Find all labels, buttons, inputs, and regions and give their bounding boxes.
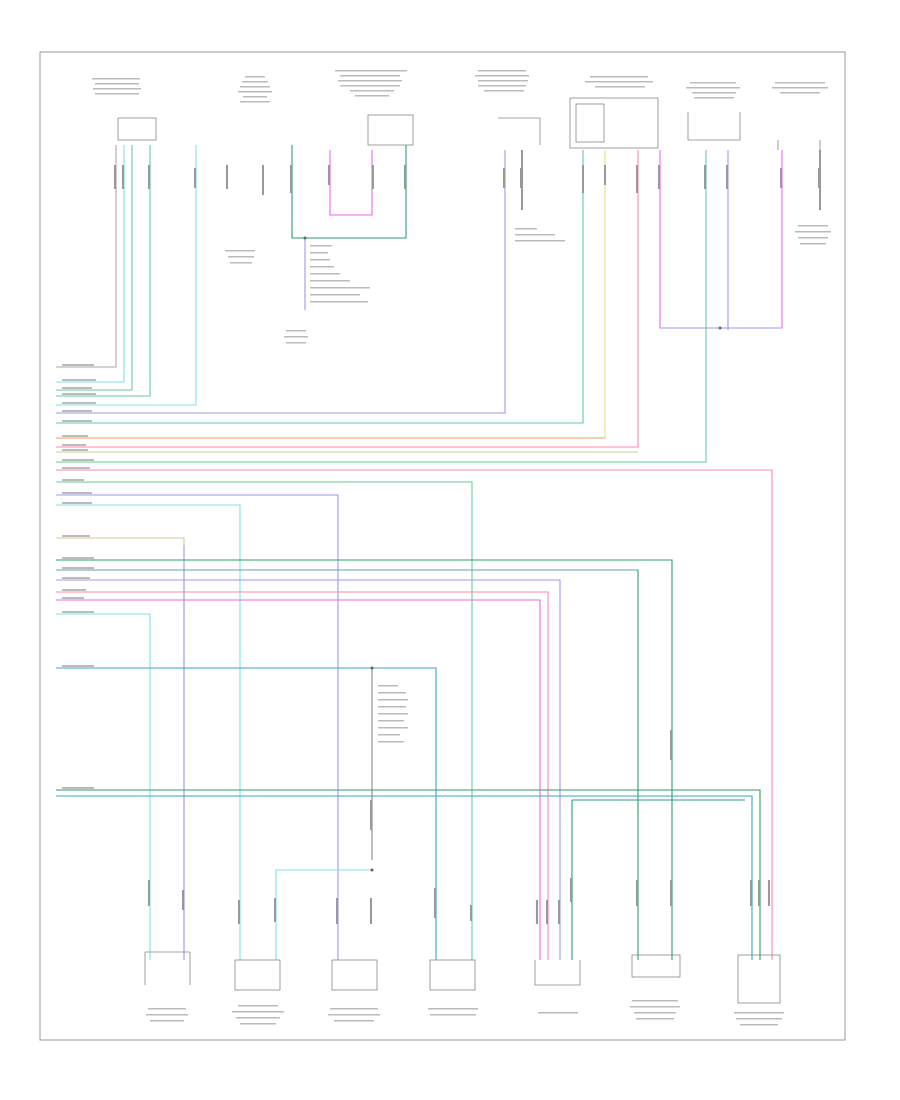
- wire-pink: [56, 469, 773, 960]
- wire-gray: [56, 145, 117, 368]
- wire-blue: [56, 150, 506, 414]
- component-bracket: [498, 117, 541, 145]
- wire-magenta: [329, 150, 373, 216]
- wire-pink: [56, 150, 639, 448]
- wire-teal: [56, 667, 437, 960]
- wire-cyan: [56, 145, 197, 406]
- wire-blue: [56, 579, 561, 960]
- wire-green: [291, 145, 407, 239]
- top-components: [117, 97, 821, 150]
- wire-green: [56, 481, 473, 960]
- component-box: [367, 114, 414, 146]
- component-bracket: [534, 960, 581, 986]
- wire-magenta: [56, 599, 541, 960]
- wire-teal: [56, 795, 753, 960]
- wire-green: [56, 150, 707, 463]
- component-bracket: [144, 951, 191, 985]
- wire-blue: [56, 494, 339, 960]
- component-box: [234, 959, 281, 991]
- wire-green: [56, 145, 151, 397]
- component-box: [117, 117, 157, 141]
- wire-cyan: [56, 613, 151, 960]
- component-box: [575, 103, 605, 143]
- bottom-components: [144, 951, 781, 1004]
- component-bracket: [687, 112, 741, 141]
- wire-cyan: [56, 504, 241, 960]
- component-box: [331, 959, 378, 991]
- top-vertical-wires: [56, 145, 821, 960]
- component-box: [737, 954, 781, 1004]
- top-label-marks: [92, 70, 828, 103]
- wire-dkgreen: [571, 799, 745, 960]
- wire-dkgreen: [56, 559, 673, 960]
- wire-cyan: [275, 869, 372, 960]
- diagram-frame: [39, 51, 846, 1041]
- wire-cyan: [56, 145, 125, 383]
- component-box: [429, 959, 476, 991]
- wire-green: [56, 150, 584, 424]
- wire-dkgreen: [56, 789, 761, 960]
- middle-wires: [56, 537, 761, 960]
- wire-magenta: [659, 150, 783, 329]
- wire-pink: [56, 591, 549, 960]
- wire-dkgreen: [56, 569, 639, 960]
- wire-tan: [56, 537, 185, 960]
- component-box: [569, 97, 659, 149]
- component-bracket: [777, 140, 821, 150]
- annotation-block: [225, 225, 831, 743]
- vertical-wire-marks: [114, 165, 820, 924]
- splice-points: [303, 236, 722, 872]
- left-wire-labels: [62, 364, 96, 789]
- component-box: [631, 954, 681, 978]
- wire-green: [56, 145, 133, 391]
- bottom-label-marks: [146, 1000, 784, 1026]
